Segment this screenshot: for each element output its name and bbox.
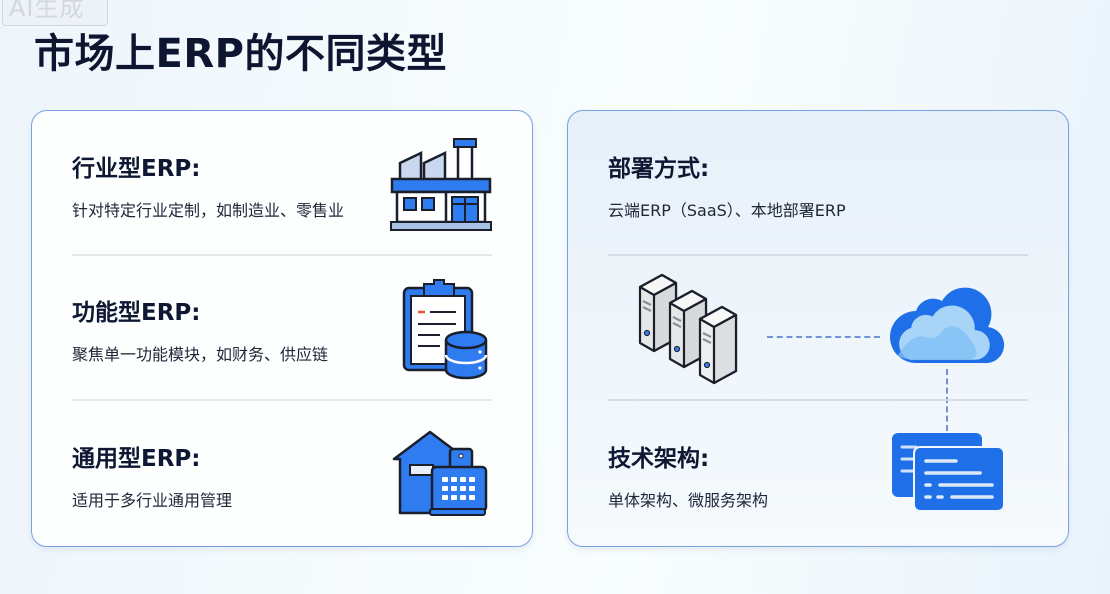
house-calculator-icon [392, 430, 488, 516]
industry-erp-item: 行业型ERP: 针对特定行业定制，如制造业、零售业 [72, 149, 492, 221]
item-title: 部署方式: [608, 156, 710, 182]
divider [72, 399, 492, 401]
erp-types-card: 行业型ERP: 针对特定行业定制，如制造业、零售业 功能型ERP: 聚焦单一功能… [31, 110, 533, 547]
item-desc: 单体架构、微服务架构 [608, 491, 769, 510]
item-title: 通用型ERP: [72, 446, 201, 472]
windows-stack-icon [892, 433, 1005, 512]
deployment-architecture-card: 部署方式: 云端ERP（SaaS）、本地部署ERP [567, 110, 1069, 547]
item-title: 功能型ERP: [72, 300, 201, 326]
item-desc: 适用于多行业通用管理 [72, 491, 233, 510]
divider [72, 254, 492, 256]
architecture-item: 技术架构: 单体架构、微服务架构 [608, 439, 1028, 511]
functional-erp-item: 功能型ERP: 聚焦单一功能模块，如财务、供应链 [72, 293, 492, 365]
item-desc: 聚焦单一功能模块，如财务、供应链 [72, 345, 329, 364]
item-title: 行业型ERP: [72, 156, 201, 182]
item-title: 技术架构: [608, 446, 710, 472]
deployment-item: 部署方式: 云端ERP（SaaS）、本地部署ERP [608, 149, 1028, 221]
item-desc: 云端ERP（SaaS）、本地部署ERP [608, 201, 846, 220]
server-rack-icon [638, 273, 738, 385]
item-desc: 针对特定行业定制，如制造业、零售业 [72, 201, 345, 220]
clipboard-database-icon [402, 279, 488, 380]
ai-generated-watermark: AI生成 [2, 0, 108, 26]
divider [608, 399, 1028, 401]
page-title: 市场上ERP的不同类型 [34, 31, 447, 77]
factory-icon [390, 138, 492, 231]
general-erp-item: 通用型ERP: 适用于多行业通用管理 [72, 439, 492, 511]
cloud-icon [890, 287, 1005, 364]
divider [608, 254, 1028, 256]
connector-line [767, 336, 880, 338]
